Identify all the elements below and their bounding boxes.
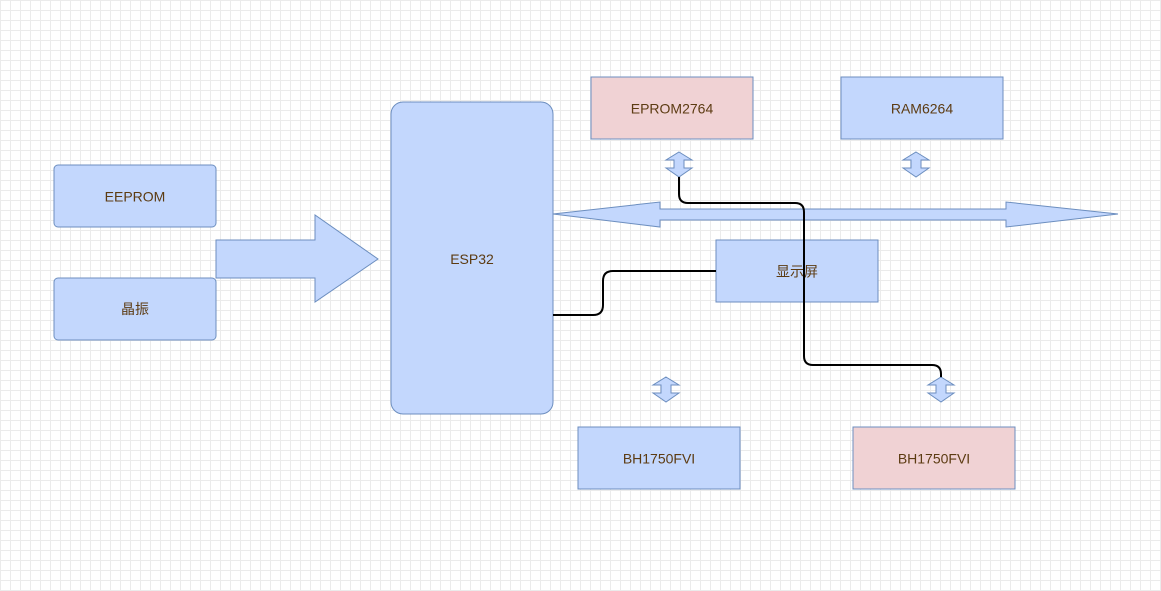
ram-bus-arrow[interactable] [901,151,931,178]
ram6264-label: RAM6264 [891,101,953,117]
bh1750-right-bus-arrow[interactable] [926,376,956,403]
eeprom-node[interactable]: EEPROM [53,164,217,228]
bh1750-left-label: BH1750FVI [623,451,695,467]
display-node[interactable]: 显示屏 [715,239,879,303]
eprom-bus-arrow[interactable] [664,151,694,178]
display-label: 显示屏 [776,264,818,280]
bh1750-right-label: BH1750FVI [898,451,970,467]
eeprom-label: EEPROM [105,189,166,205]
crystal-label: 晶振 [121,301,149,317]
esp32-node[interactable]: ESP32 [390,101,554,415]
bh1750-left-bus-arrow[interactable] [651,376,681,403]
crystal-node[interactable]: 晶振 [53,277,217,341]
eprom2764-node[interactable]: EPROM2764 [590,76,754,140]
input-arrow[interactable] [215,214,379,303]
esp32-label: ESP32 [450,251,494,267]
bh1750-left-node[interactable]: BH1750FVI [577,426,741,490]
eprom-bh1750-connector[interactable] [678,177,942,377]
eprom2764-label: EPROM2764 [631,101,714,117]
ram6264-node[interactable]: RAM6264 [840,76,1004,140]
bh1750-right-node[interactable]: BH1750FVI [852,426,1016,490]
bus-arrow[interactable] [552,201,1119,228]
esp32-display-connector[interactable] [553,270,716,316]
